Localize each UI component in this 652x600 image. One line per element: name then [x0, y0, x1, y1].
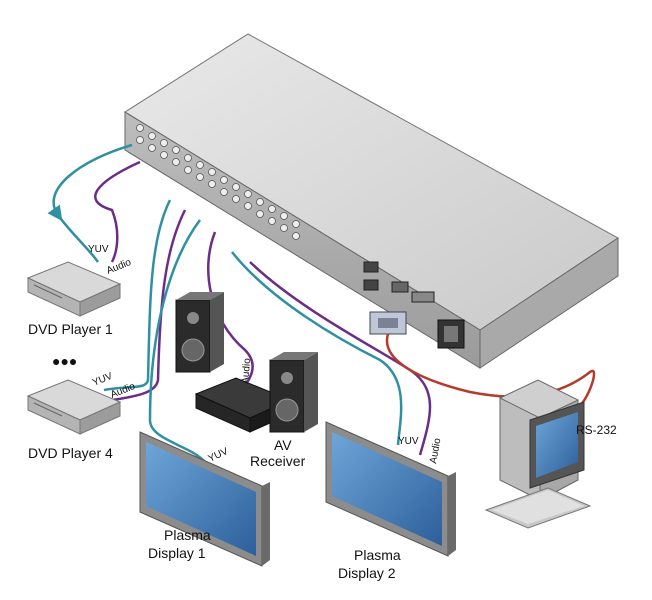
label-receiver: Receiver: [250, 453, 306, 469]
speaker-right-icon: [269, 352, 318, 433]
plasma-display-2-icon: [325, 421, 456, 557]
dvd-player-1-icon: [26, 261, 122, 317]
label-rs232: RS-232: [576, 423, 617, 437]
label-av: AV: [274, 437, 292, 453]
cables: [47, 143, 596, 463]
label-yuv-dvd4: YUV: [91, 371, 114, 389]
label-plasma-2-line2: Display 2: [338, 565, 396, 581]
bnc-connectors: [136, 124, 300, 240]
label-audio-plasma2: Audio: [428, 437, 443, 465]
matrix-switcher-icon: [124, 33, 619, 369]
label-audio-receiver: Audio: [240, 357, 253, 384]
label-plasma-1-line1: Plasma: [164, 527, 211, 543]
label-plasma-2-line1: Plasma: [354, 547, 401, 563]
dvd-player-4-icon: [26, 379, 122, 435]
device-labels: DVD Player 1 ●●● DVD Player 4 AV Receive…: [28, 321, 617, 581]
label-plasma-1-line2: Display 1: [148, 545, 206, 561]
plasma-display-1-icon: [139, 431, 270, 567]
label-yuv-plasma1: YUV: [207, 446, 231, 465]
label-audio-dvd1: Audio: [105, 257, 133, 277]
rs232-plug: [369, 311, 407, 335]
control-ports: [363, 261, 465, 349]
label-ellipsis: ●●●: [52, 353, 77, 369]
label-yuv-dvd1: YUV: [88, 244, 109, 255]
pc-workstation-icon: [484, 379, 592, 529]
label-dvd-player-1: DVD Player 1: [28, 321, 113, 337]
label-yuv-plasma2: YUV: [398, 436, 419, 447]
speaker-left-icon: [175, 292, 224, 373]
label-dvd-player-4: DVD Player 4: [28, 445, 113, 461]
